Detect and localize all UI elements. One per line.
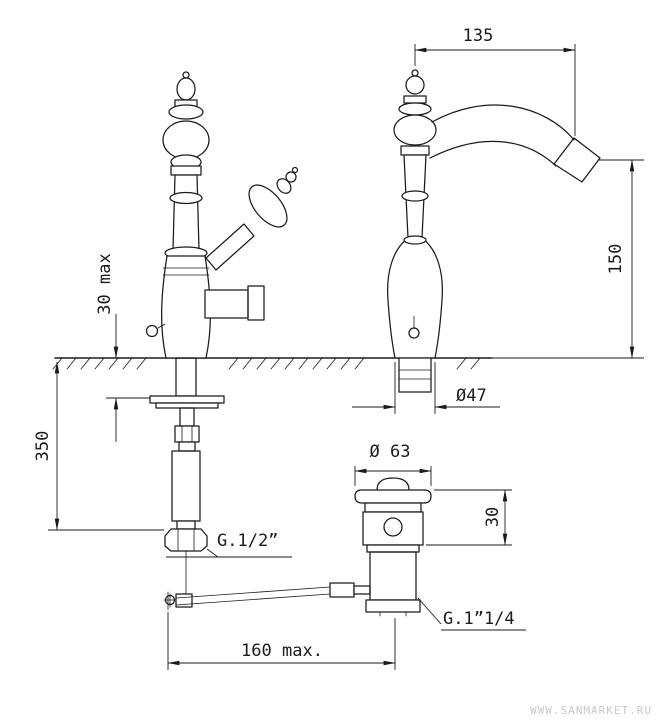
dim-d47-label: Ø47 <box>456 386 487 406</box>
faucet-side-view <box>145 71 371 611</box>
faucet-finial <box>162 71 210 176</box>
dim-drain-diameter: Ø 63 <box>354 442 432 486</box>
label-drain-thread: G.1”1/4 <box>417 597 526 631</box>
dim-30max-label: 30 max <box>95 253 115 314</box>
dim-rod-reach: 160 max. <box>167 612 396 670</box>
hose-nut <box>164 528 208 552</box>
thread-g114-label: G.1”1/4 <box>443 609 515 629</box>
mounting-base-right <box>398 357 432 393</box>
faucet-body <box>161 174 211 359</box>
drain-flange <box>354 489 432 504</box>
dim-350-label: 350 <box>33 431 53 462</box>
dim-d63-label: Ø 63 <box>370 442 411 462</box>
drain-bottom-nut <box>365 599 421 613</box>
faucet-handle <box>205 166 299 271</box>
flexible-supply-hose <box>164 450 208 552</box>
dim-135-label: 135 <box>463 26 494 46</box>
popup-drain-assembly <box>354 477 432 617</box>
faucet-front-view <box>387 69 601 393</box>
thread-g12-label: G.1/2” <box>217 531 278 551</box>
faucet-finial-right <box>393 69 437 156</box>
popup-linkage-rod <box>163 550 371 611</box>
dim-150-label: 150 <box>606 244 626 275</box>
popup-rod-knob <box>145 323 166 338</box>
dim-below-deck-height: 350 <box>33 361 164 531</box>
dim-drain-height: 30 <box>426 489 512 546</box>
dim-spout-reach: 135 <box>414 26 576 136</box>
drain-plug-dome <box>376 477 410 491</box>
dim-deck-thickness: 30 max <box>95 253 150 442</box>
watermark-text: WWW.SANMARKET.RU <box>530 704 652 717</box>
dim-spout-height: 150 <box>492 159 644 359</box>
dim-30-label: 30 <box>483 507 503 527</box>
overflow-hole <box>383 517 403 537</box>
swivel-spout <box>429 104 601 183</box>
faucet-body-right <box>387 154 443 359</box>
faucet-spout-outlet <box>204 285 265 321</box>
spout-tip <box>553 137 601 183</box>
label-supply-thread: G.1/2” <box>166 531 292 558</box>
mounting-shank <box>149 357 225 452</box>
dim-160max-label: 160 max. <box>241 641 323 661</box>
drain-threaded-tail <box>369 551 417 601</box>
dim-base-diameter: Ø47 <box>352 362 500 414</box>
